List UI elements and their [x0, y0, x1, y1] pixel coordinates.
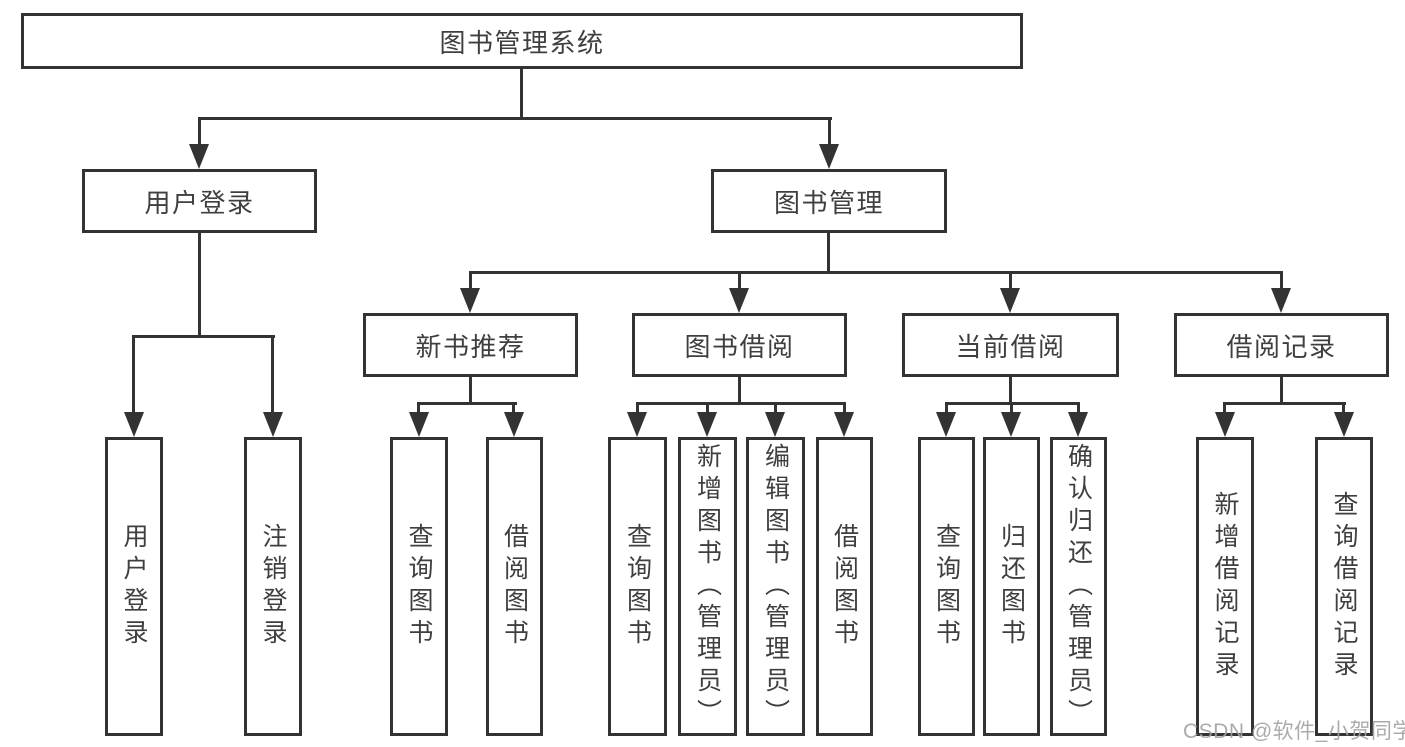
node-book-borrowing: 图书借阅: [632, 313, 847, 377]
edge-newbook-v: [469, 377, 472, 404]
edge-records-h: [1223, 402, 1346, 405]
edge-records-drop-0: [1223, 402, 1226, 413]
edge-newbook-h: [417, 402, 517, 405]
arrowhead-down-icon: [1001, 412, 1021, 437]
watermark: CSDN @软件_小贺同学: [1183, 720, 1405, 743]
edge-borrowing-v: [738, 377, 741, 404]
edge-current-drop-1: [1010, 402, 1013, 413]
leaf-label: 注销登录: [259, 522, 287, 651]
arrowhead-down-icon: [834, 412, 854, 437]
arrowhead-down-icon: [1271, 288, 1291, 313]
edge-current-drop-2: [1077, 402, 1080, 413]
leaf-label: 查询图书: [405, 522, 433, 651]
leaf-confirm-return-admin: 确认归还（管理员）: [1050, 437, 1107, 736]
leaf-label: 新增图书（管理员）: [693, 442, 722, 731]
node-user-login: 用户登录: [82, 169, 317, 233]
edge-borrowing-drop-2: [774, 402, 777, 413]
edge-borrowing-drop-1: [706, 402, 709, 413]
leaf-label: 确认归还（管理员）: [1064, 442, 1093, 731]
edge-current-drop-0: [945, 402, 948, 413]
leaf-label: 新增借阅记录: [1211, 490, 1239, 683]
arrowhead-down-icon: [504, 412, 524, 437]
arrowhead-down-icon: [263, 412, 283, 437]
edge-current-v: [1009, 377, 1012, 404]
node-new-book-recommend: 新书推荐: [363, 313, 578, 377]
arrowhead-down-icon: [729, 288, 749, 313]
leaf-label: 查询借阅记录: [1330, 490, 1358, 683]
leaf-label: 用户登录: [120, 522, 148, 651]
leaf-logout: 注销登录: [244, 437, 302, 736]
node-book-management: 图书管理: [711, 169, 947, 233]
edge-records-drop-1: [1342, 402, 1345, 413]
edge-root-h: [198, 117, 832, 120]
arrowhead-down-icon: [409, 412, 429, 437]
leaf-label: 借阅图书: [830, 522, 859, 651]
edge-userlogin-h: [132, 335, 275, 338]
leaf-query-books-2: 查询图书: [608, 437, 667, 736]
edge-borrowing-h: [636, 402, 846, 405]
arrowhead-down-icon: [1068, 412, 1088, 437]
arrowhead-down-icon: [189, 144, 209, 169]
edge-bookmgmt-h: [469, 271, 1283, 274]
edge-userlogin-drop-0: [132, 335, 135, 413]
arrowhead-down-icon: [765, 412, 785, 437]
edge-root-v: [520, 69, 523, 118]
arrowhead-down-icon: [124, 412, 144, 437]
arrowhead-down-icon: [1000, 288, 1020, 313]
edge-bookmgmt-v: [827, 233, 830, 273]
leaf-label: 借阅图书: [500, 522, 529, 651]
edge-newbook-drop-1: [512, 402, 515, 413]
leaf-add-book-admin: 新增图书（管理员）: [678, 437, 737, 736]
arrowhead-down-icon: [627, 412, 647, 437]
leaf-label: 编辑图书（管理员）: [761, 442, 790, 731]
leaf-label: 查询图书: [932, 522, 961, 651]
edge-bookmgmt-drop-2: [1009, 271, 1012, 289]
arrowhead-down-icon: [936, 412, 956, 437]
leaf-user-login: 用户登录: [105, 437, 163, 736]
edge-newbook-drop-0: [417, 402, 420, 413]
arrowhead-down-icon: [819, 144, 839, 169]
leaf-query-books-3: 查询图书: [918, 437, 975, 736]
leaf-label: 归还图书: [997, 522, 1026, 651]
node-current-borrowing: 当前借阅: [902, 313, 1119, 377]
edge-bookmgmt-drop-3: [1280, 271, 1283, 289]
node-library-system: 图书管理系统: [21, 13, 1023, 69]
edge-userlogin-drop-1: [271, 335, 274, 413]
edge-borrowing-drop-0: [636, 402, 639, 413]
leaf-return-books: 归还图书: [983, 437, 1040, 736]
edge-bookmgmt-drop-0: [469, 271, 472, 289]
edge-records-v: [1280, 377, 1283, 404]
leaf-query-books-1: 查询图书: [390, 437, 448, 736]
arrowhead-down-icon: [1334, 412, 1354, 437]
leaf-label: 查询图书: [623, 522, 652, 651]
leaf-borrow-books-1: 借阅图书: [486, 437, 543, 736]
edge-userlogin-v: [198, 233, 201, 337]
edge-borrowing-drop-3: [843, 402, 846, 413]
leaf-query-borrow-record: 查询借阅记录: [1315, 437, 1373, 736]
node-borrowing-records: 借阅记录: [1174, 313, 1389, 377]
edge-root-drop-0: [198, 117, 201, 145]
edge-bookmgmt-drop-1: [738, 271, 741, 289]
leaf-add-borrow-record: 新增借阅记录: [1196, 437, 1254, 736]
leaf-borrow-books-2: 借阅图书: [816, 437, 873, 736]
leaf-edit-book-admin: 编辑图书（管理员）: [746, 437, 805, 736]
arrowhead-down-icon: [460, 288, 480, 313]
edge-root-drop-1: [828, 117, 831, 145]
arrowhead-down-icon: [1215, 412, 1235, 437]
arrowhead-down-icon: [697, 412, 717, 437]
